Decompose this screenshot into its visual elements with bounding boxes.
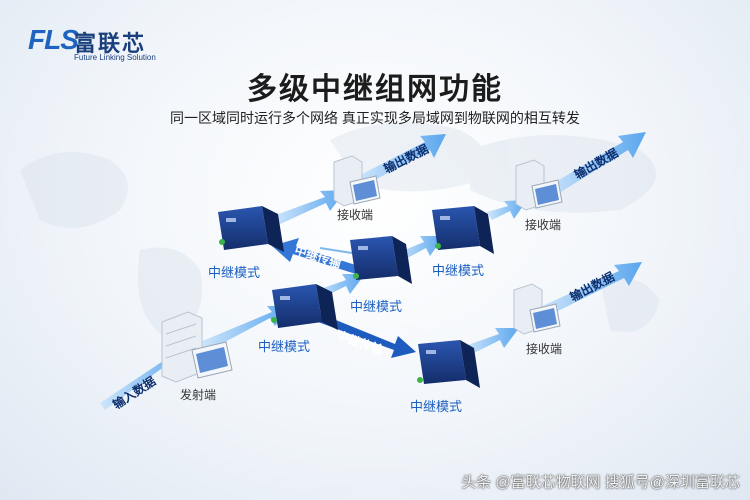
arrow-left-dev-to-recv <box>273 190 346 225</box>
label-mode-center: 中继模式 <box>258 339 311 354</box>
label-sender: 发射端 <box>180 388 217 402</box>
label-mode-upper-left: 中继模式 <box>208 265 261 280</box>
device-relay-upper-left <box>218 206 284 252</box>
label-receiver-top-right: 接收端 <box>525 218 562 232</box>
device-relay-center <box>271 284 338 330</box>
arrow-output-2 <box>542 132 646 200</box>
label-receiver-bottom-right: 接收端 <box>526 342 563 356</box>
sender-server-laptop <box>161 311 233 383</box>
page-title: 多级中继组网功能 <box>247 73 503 106</box>
watermark: 头条 @富联芯物联网 搜狐号@深圳富联芯 <box>461 474 740 491</box>
page-subtitle: 同一区域同时运行多个网络 真正实现多局域网到物联网的相互转发 <box>170 110 580 126</box>
arrow-output-3 <box>538 262 642 318</box>
logo-name-en: Future Linking Solution <box>74 53 156 62</box>
device-relay-upper-right <box>432 206 494 254</box>
arrow-sender-to-center <box>200 306 292 352</box>
device-relay-middle <box>350 236 412 284</box>
logo-name-cn: 富联芯 <box>74 31 147 56</box>
receiver-bottom-right <box>513 283 561 335</box>
label-mode-middle: 中继模式 <box>350 299 403 314</box>
receiver-top-right <box>515 159 563 211</box>
label-mode-upper-right: 中继模式 <box>432 263 485 278</box>
arrow-relay-right <box>318 314 416 358</box>
label-mode-lower-right: 中继模式 <box>410 399 463 414</box>
label-receiver-top-left: 接收端 <box>337 208 374 222</box>
device-relay-lower-right <box>417 340 480 388</box>
receiver-top-left <box>333 155 381 207</box>
arrow-lower-to-recv <box>465 328 519 355</box>
logo-mark: FLS <box>28 24 79 55</box>
link-line-1 <box>319 247 353 254</box>
arrow-relay-left <box>272 238 365 276</box>
arrow-output-1 <box>358 134 446 186</box>
